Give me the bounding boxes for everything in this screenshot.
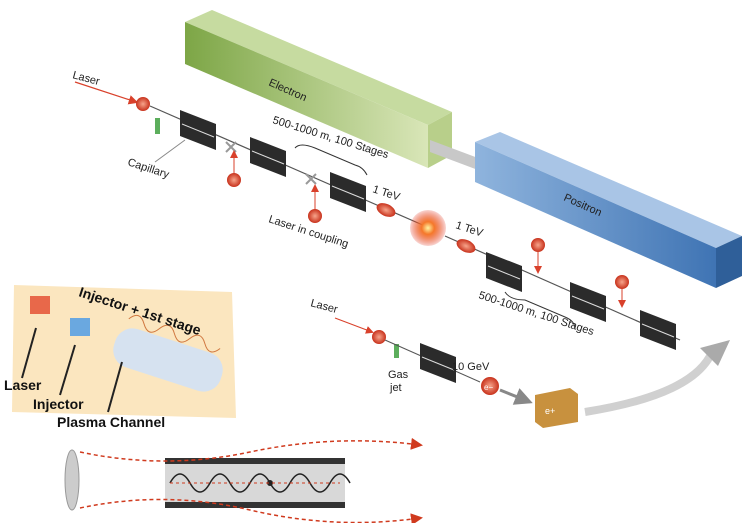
laser-inset-label: Laser — [4, 377, 42, 393]
laser-label-source: Laser — [309, 297, 339, 316]
coupler-icon — [305, 173, 317, 185]
gas-jet-icon — [394, 344, 399, 358]
plasma-stage — [330, 172, 366, 212]
focusing-lens — [64, 449, 80, 511]
collision-point — [410, 210, 446, 246]
plasma-stage — [250, 137, 286, 177]
plasma-channel-label: Plasma Channel — [57, 414, 165, 430]
coupling-laser-sphere — [531, 238, 545, 252]
injector-box-icon — [70, 318, 90, 336]
laser-source-sphere — [136, 97, 150, 111]
electron-symbol: e− — [484, 383, 493, 392]
beam-connector — [430, 140, 478, 170]
injector-inset: Injector + 1st stage Laser Injector Plas… — [4, 284, 236, 430]
plasma-stage — [180, 110, 216, 150]
electron-bunch — [376, 203, 396, 217]
span-brace — [504, 291, 576, 330]
energy-label-source: 10 GeV — [452, 361, 490, 373]
span-brace — [294, 144, 368, 176]
plasma-stage — [486, 252, 522, 292]
plasma-channel-schematic — [64, 437, 423, 523]
transfer-arrow-head — [700, 340, 730, 366]
laser-envelope-top — [79, 437, 423, 462]
capillary-label: Capillary — [126, 156, 171, 181]
electron-linac-box: Electron — [185, 10, 452, 168]
electron-bunch-icon — [481, 377, 499, 395]
coupling-laser-sphere — [227, 173, 241, 187]
laser-envelope-bottom — [79, 498, 423, 523]
coupling-laser-sphere — [308, 209, 322, 223]
positron-bunch — [456, 239, 476, 253]
laser-coupling-label: Laser in coupling — [267, 213, 350, 250]
transfer-arrow — [584, 350, 716, 416]
laser-box-icon — [30, 296, 50, 314]
plasma-stage — [570, 282, 606, 322]
positron-source: Laser Gas jet 10 GeV e− e+ — [309, 297, 730, 428]
gas-jet-label-2: jet — [389, 382, 402, 394]
coupling-laser-sphere — [615, 275, 629, 289]
plasma-stage — [420, 343, 456, 383]
plasma-stage — [640, 310, 676, 350]
gas-jet-icon — [155, 118, 160, 134]
energy-label-bottom: 1 TeV — [454, 219, 485, 239]
gas-jet-label: Gas — [388, 369, 409, 381]
energy-label-top: 1 TeV — [371, 183, 402, 203]
injector-inset-label: Injector — [33, 396, 84, 412]
coupler-icon — [225, 141, 237, 153]
laser-source-sphere — [372, 330, 386, 344]
laser-wakefield-wave — [169, 473, 351, 493]
positron-converter-box — [535, 388, 578, 428]
positron-linac-box: Positron — [475, 132, 742, 288]
plasma-channel-icon — [113, 328, 223, 392]
positron-symbol: e+ — [545, 406, 555, 416]
